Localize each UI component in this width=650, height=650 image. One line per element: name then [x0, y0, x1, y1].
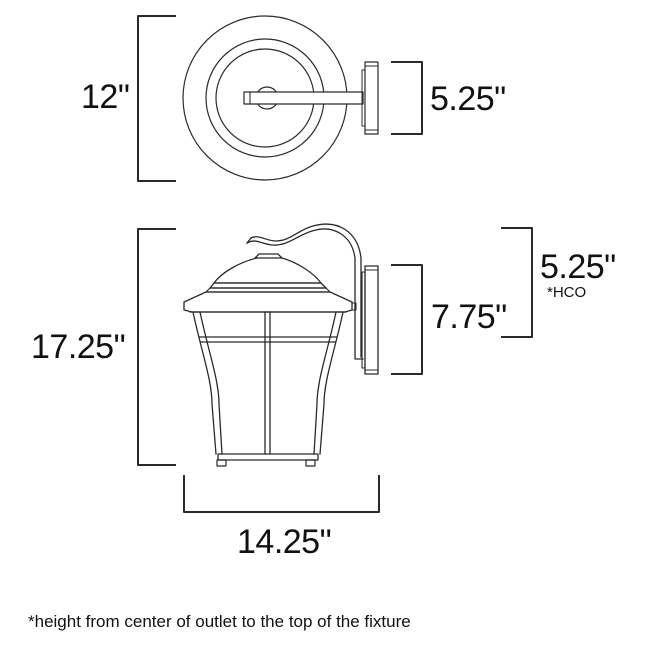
- top-backplate-bracket: [391, 61, 423, 135]
- top-arm: [243, 91, 364, 105]
- front-backplate-bracket: [391, 264, 423, 375]
- front-view: [137, 223, 533, 513]
- front-hco-label: 5.25": [540, 248, 616, 286]
- lantern-body-left: [192, 311, 217, 455]
- lantern-body-right: [319, 311, 344, 455]
- top-depth-bracket: [137, 15, 176, 182]
- footnote: *height from center of outlet to the top…: [28, 612, 411, 631]
- lantern-base: [217, 453, 319, 461]
- hook-arm: [246, 228, 364, 360]
- front-height-label: 17.25": [31, 328, 126, 366]
- top-backplate-label: 5.25": [430, 80, 506, 118]
- top-backplate: [364, 61, 379, 135]
- front-hco-bracket: [501, 227, 533, 338]
- top-depth-label: 12": [81, 78, 130, 116]
- top-view: [137, 15, 423, 182]
- front-height-bracket: [137, 228, 176, 466]
- lantern-finial: [254, 253, 283, 259]
- lantern-eave: [183, 291, 353, 313]
- front-backplate: [364, 265, 379, 375]
- lantern-roof: [213, 257, 322, 284]
- front-backplate-label: 7.75": [431, 298, 507, 336]
- front-width-label: 14.25": [237, 523, 332, 561]
- front-width-bracket: [183, 475, 380, 513]
- front-hco-note: *HCO: [547, 284, 587, 301]
